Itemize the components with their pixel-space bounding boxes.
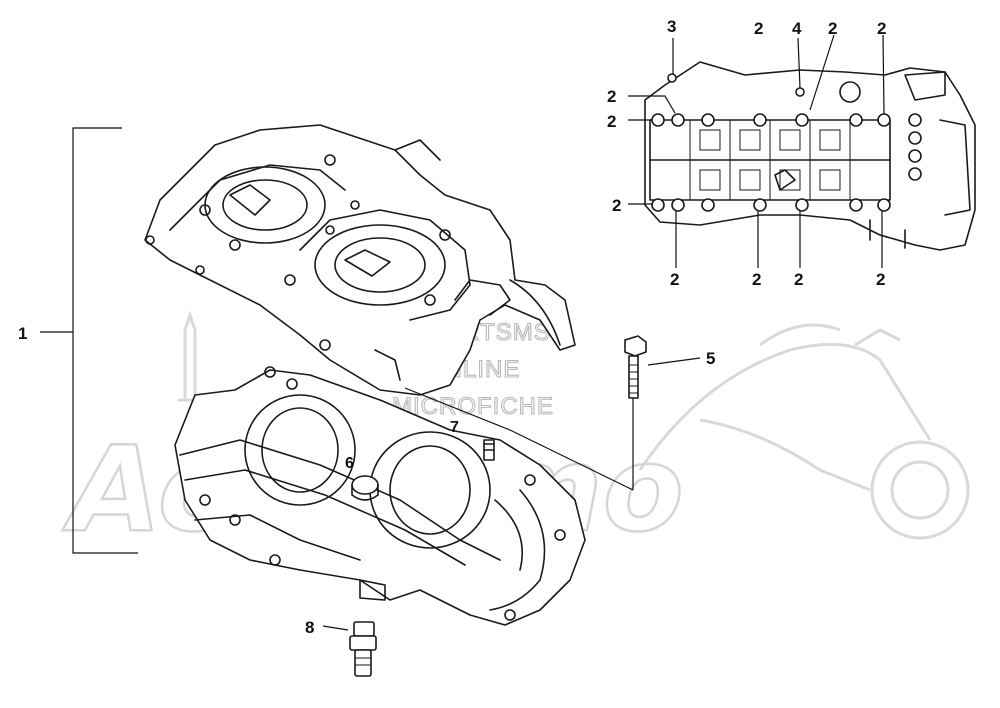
callout-2-left-2: 2 <box>607 112 616 131</box>
callout-2-left-lower: 2 <box>612 196 621 215</box>
callout-2-top-mid: 2 <box>754 19 763 38</box>
bolt-part: 5 <box>404 335 715 491</box>
callout-2-top-mid-2: 2 <box>828 19 837 38</box>
callout-3: 3 <box>667 17 676 36</box>
lower-crankcase-half <box>174 366 586 626</box>
callout-6: 6 <box>345 455 354 472</box>
callout-1: 1 <box>18 324 27 343</box>
top-view-leaders <box>628 34 885 268</box>
callout-2-bottom-2: 2 <box>752 270 761 289</box>
callout-4: 4 <box>792 19 802 38</box>
callout-8: 8 <box>305 618 314 637</box>
callout-7: 7 <box>450 419 459 436</box>
upper-crankcase-half <box>144 124 576 396</box>
top-view-crankcase <box>644 61 976 251</box>
callout-2-bottom-1: 2 <box>670 270 679 289</box>
callout-2-bottom-4: 2 <box>876 270 885 289</box>
callout-5: 5 <box>706 349 715 368</box>
callout-2-bottom-3: 2 <box>794 270 803 289</box>
callout-2-top-right: 2 <box>877 19 886 38</box>
tower-watermark-icon <box>178 310 202 402</box>
assembly-bracket: 1 <box>18 127 138 554</box>
drain-fitting-part: 8 <box>305 618 377 677</box>
motorcycle-watermark-icon <box>638 323 970 540</box>
callout-2-left-1: 2 <box>607 87 616 106</box>
